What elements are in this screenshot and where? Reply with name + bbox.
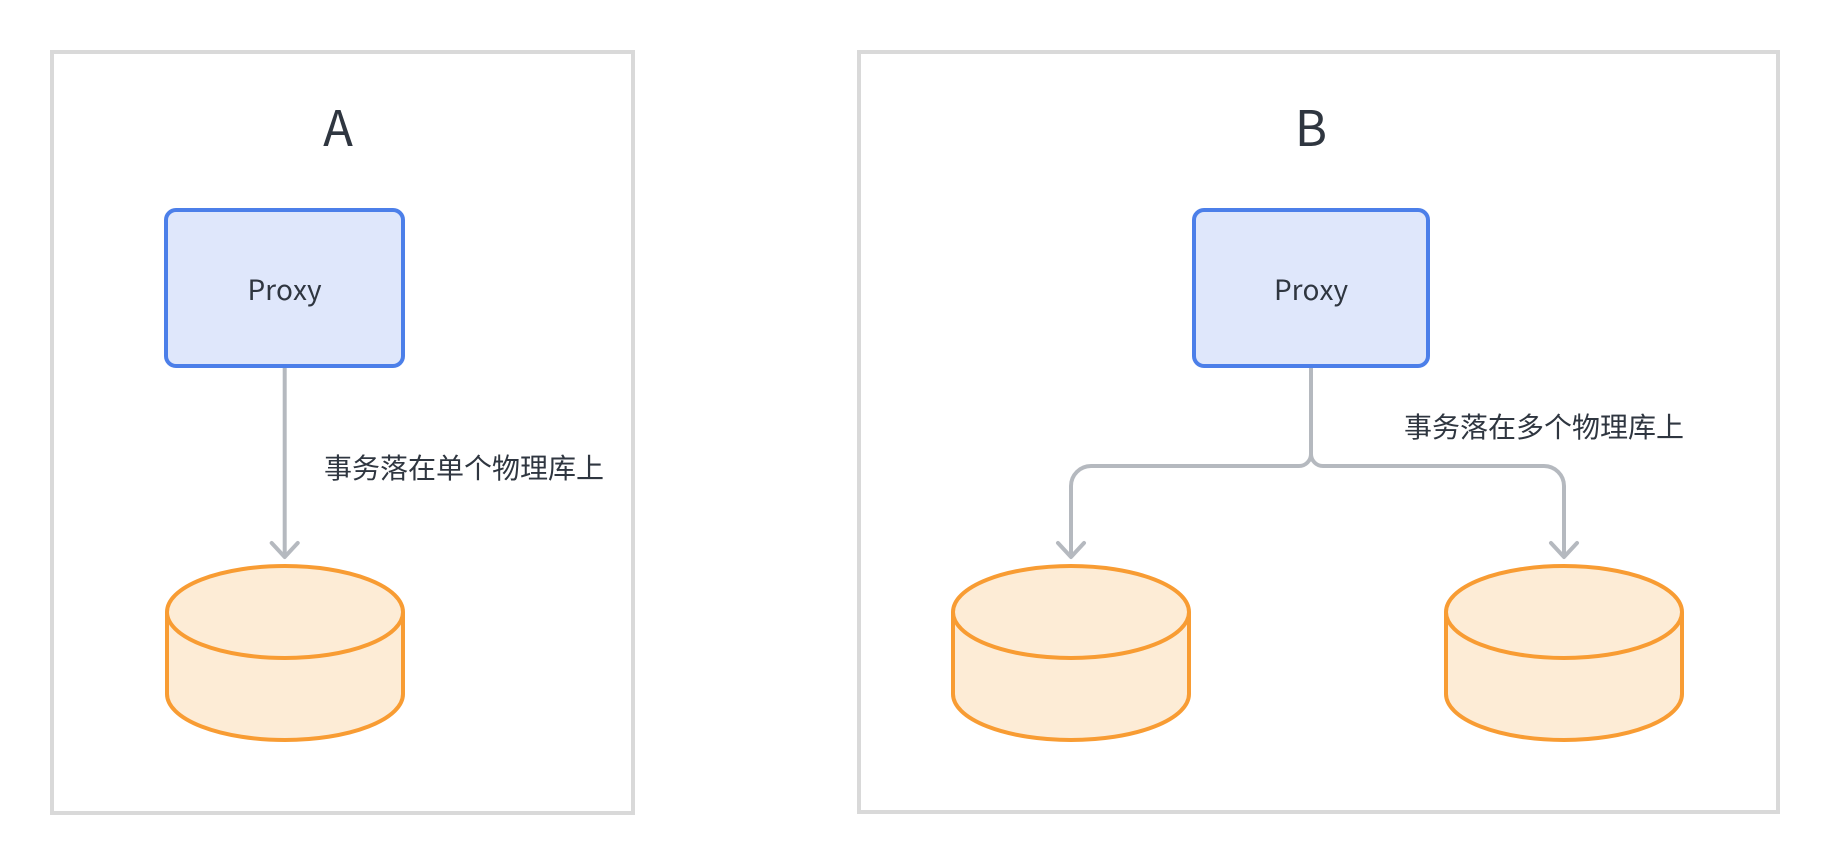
database-b-right-icon (1444, 564, 1684, 742)
proxy-node-b-label: Proxy (1273, 269, 1349, 309)
arrow-a-proxy-to-db (269, 366, 300, 559)
database-b-left-icon (951, 564, 1191, 742)
proxy-node-a-label: Proxy (247, 269, 322, 309)
arrow-b-proxy-to-db-right (1309, 364, 1579, 559)
database-a-icon (165, 564, 405, 742)
arrow-b-proxy-to-db-left (1056, 364, 1313, 559)
arrowhead-b-left-icon (1056, 541, 1086, 559)
arrowhead-b-right-icon (1549, 541, 1579, 559)
panel-b-label: B (1294, 90, 1328, 161)
caption-b: 事务落在多个物理库上 (1404, 406, 1685, 446)
proxy-node-b: Proxy (1192, 208, 1430, 368)
arrowhead-a-icon (269, 541, 300, 559)
caption-a: 事务落在单个物理库上 (324, 447, 605, 487)
panel-a-label: A (323, 90, 353, 161)
proxy-node-a: Proxy (164, 208, 405, 368)
